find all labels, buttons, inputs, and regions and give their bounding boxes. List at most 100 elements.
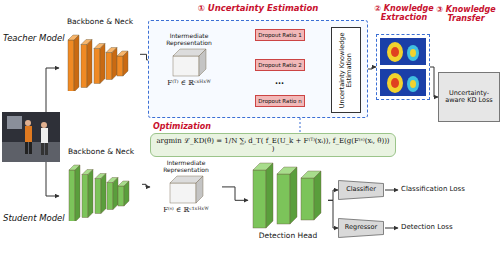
person-leg — [25, 142, 28, 154]
slab-side — [87, 39, 92, 87]
node-text: Dropout Ratio 1 — [258, 32, 301, 38]
trapezoid-outline — [339, 219, 384, 238]
node-text: Intermediate Representation — [150, 160, 222, 174]
person-leg — [45, 143, 48, 155]
detection-head: Detection Head — [248, 160, 328, 241]
node-text: Regressor — [345, 224, 377, 231]
node-heading: ① Uncertainty Estimation — [149, 4, 367, 14]
ellipsis: ... — [275, 77, 284, 86]
slab-front — [117, 56, 123, 76]
node-text: Backbone & Neck — [68, 148, 134, 157]
input-arrow — [46, 68, 59, 112]
slab-front — [118, 186, 124, 206]
photo-ground — [2, 112, 60, 162]
person-head — [41, 122, 47, 128]
input-photo — [2, 112, 60, 162]
tensor-illustration — [164, 174, 208, 206]
node-text: Dropout Ratio n — [258, 98, 301, 104]
map-blob — [391, 78, 399, 88]
slab-front — [106, 52, 112, 79]
person-leg — [29, 142, 32, 154]
photo-floor — [2, 142, 60, 162]
person-body — [25, 126, 32, 142]
feature-tensor: Intermediate RepresentationF⁽ᵀ⁾ ∈ ℝᶜˣᴴˣᵂ — [153, 33, 225, 87]
dropout-box: Dropout Ratio 2 — [255, 59, 305, 71]
slab-front — [107, 182, 113, 209]
map-blob — [407, 45, 419, 61]
slab-front — [301, 178, 314, 220]
loss-label: Classification Loss — [401, 185, 465, 193]
slab-side — [314, 171, 321, 220]
knowledge-maps — [380, 38, 426, 96]
person-leg — [41, 143, 44, 155]
slab-side — [74, 35, 79, 91]
loss-label: Detection Loss — [401, 223, 453, 231]
model-label: Teacher Model — [3, 34, 65, 44]
flow-arrow — [430, 67, 438, 97]
map-blob — [410, 80, 416, 88]
node-heading: ② Knowledge Extraction — [369, 4, 439, 22]
dropout-box: Dropout Ratio 1 — [255, 29, 305, 41]
slab-front — [94, 48, 100, 83]
uncertainty-region: ① Uncertainty EstimationIntermediate Rep… — [148, 20, 368, 118]
head-illustration — [249, 160, 327, 232]
map-blob — [407, 76, 419, 92]
estimation-box: Uncertainty Knowledge Estimation — [331, 27, 361, 113]
student-backbone: Backbone & Neck — [60, 148, 142, 221]
node-text: argmin ℒ_KD(θ) = 1/N ∑ᵢ d_T( f_E(U_k + F… — [155, 137, 391, 153]
photo-window — [7, 116, 22, 129]
slab-side — [266, 163, 273, 228]
slab-front — [81, 44, 87, 87]
node-text: Intermediate Representation — [153, 33, 225, 47]
backbone-illustration — [64, 27, 136, 91]
slab-side — [290, 167, 297, 224]
map-ground — [380, 69, 426, 96]
optimization-box: Optimizationargmin ℒ_KD(θ) = 1/N ∑ᵢ d_T(… — [150, 133, 396, 157]
map-ground — [380, 38, 426, 65]
kd-loss-box: ③ Knowledge TransferUncertainty-aware KD… — [438, 72, 500, 122]
backbone-illustration — [65, 157, 137, 221]
node-text: Classifier — [346, 186, 376, 193]
node-text: Backbone & Neck — [67, 18, 133, 27]
slab-side — [100, 43, 105, 83]
slab-side — [75, 165, 80, 221]
slab-side — [88, 169, 93, 217]
node-text: Uncertainty Knowledge Estimation — [339, 31, 354, 109]
loss-arrow — [385, 190, 398, 191]
flow-arrow — [368, 67, 376, 69]
extraction-box: ② Knowledge Extraction — [376, 34, 430, 100]
slab-side — [113, 177, 118, 209]
person-head — [25, 120, 31, 126]
node-text: F⁽ᵀ⁾ ∈ ℝᶜˣᴴˣᵂ — [167, 79, 210, 87]
trapezoid-outline — [339, 181, 384, 200]
node-heading: Optimization — [153, 122, 211, 131]
flow-arrow — [142, 184, 150, 187]
slab-side — [112, 47, 117, 79]
tensor-illustration — [167, 47, 211, 79]
slab-side — [196, 176, 203, 203]
map-blob — [387, 42, 403, 62]
input-arrow — [46, 162, 59, 196]
node-text: Uncertainty-aware KD Loss — [441, 90, 497, 105]
slab-front — [170, 183, 196, 203]
map-blob — [387, 73, 403, 93]
slab-front — [95, 178, 101, 213]
node-text: Dropout Ratio 2 — [258, 62, 301, 68]
flow-arrow — [328, 190, 338, 200]
flow-arrow — [328, 200, 338, 228]
flow-arrow — [222, 187, 248, 200]
dropout-box: Dropout Ratio n — [255, 95, 305, 107]
node-text: F⁽ˢ⁾ ∈ ℝᶜ¹ˣᴴˣᵂ — [163, 206, 209, 214]
slab-side — [124, 181, 129, 206]
dashed-link — [300, 118, 301, 133]
slab-side — [123, 51, 128, 76]
map-blob — [391, 47, 399, 57]
slab-front — [277, 174, 290, 224]
classifier-trapezoid: Classifier — [338, 180, 384, 200]
slab-front — [173, 56, 199, 76]
person-body — [41, 128, 48, 143]
slab-side — [101, 173, 106, 213]
loss-arrow — [385, 228, 398, 229]
slab-front — [253, 170, 266, 228]
